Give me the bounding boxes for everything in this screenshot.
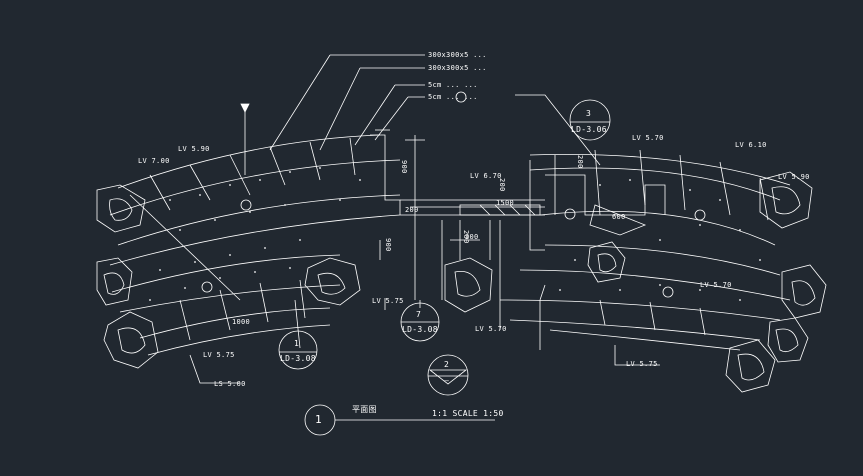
left-paving-band	[109, 129, 401, 356]
dimension-label: 900	[400, 160, 408, 174]
gravel-hatch	[149, 167, 761, 301]
level-label: LV 6.70	[470, 172, 502, 180]
level-label: LV 5.70	[475, 325, 507, 333]
level-label: LV 5.90	[778, 173, 810, 181]
callout-reference: —	[444, 376, 450, 385]
note-2: 300x300x5 ...	[428, 64, 487, 72]
callout-number: 1	[294, 339, 300, 348]
callout-bubbles	[278, 99, 611, 436]
center-bridge	[379, 135, 545, 330]
level-label: LV 5.75	[626, 360, 658, 368]
level-label: LV 5.75	[203, 351, 235, 359]
note-4: 5cm ... ...	[428, 93, 478, 101]
level-label: LV 5.75	[372, 297, 404, 305]
level-label: LV 7.00	[138, 157, 170, 165]
dimension-label: 200	[405, 206, 419, 214]
dimension-label: 900	[384, 238, 392, 252]
callout-number: 2	[444, 360, 450, 369]
drawing-title: 平面图	[352, 405, 377, 414]
dimension-label: 600	[612, 213, 626, 221]
level-label: LV 5.90	[178, 145, 210, 153]
right-paving-band	[499, 149, 791, 351]
note-1: 300x300x5 ...	[428, 51, 487, 59]
level-label: LV 5.70	[632, 134, 664, 142]
dimension-label: 1000	[232, 318, 251, 326]
callout-reference: LD-3.08	[402, 325, 438, 334]
note-3: 5cm ... ...	[428, 81, 478, 89]
callout-number: 7	[416, 310, 422, 319]
level-label: LS 5.00	[214, 380, 246, 388]
level-label: LV 5.70	[700, 281, 732, 289]
callout-reference: LD-3.06	[571, 125, 607, 134]
callout-number: 3	[586, 109, 592, 118]
dimension-label: 200	[576, 155, 584, 169]
dimension-label: 1500	[496, 199, 515, 207]
dimension-label: 200	[498, 178, 506, 192]
level-label: LV 6.10	[735, 141, 767, 149]
leader-lines	[129, 54, 660, 384]
tag-markers	[201, 91, 706, 298]
drawing-number: 1	[315, 413, 322, 426]
drawing-scale: 1:1 SCALE 1:50	[432, 409, 504, 418]
callout-reference: LD-3.08	[280, 354, 316, 363]
dimension-label: 200	[465, 233, 479, 241]
boulders	[96, 171, 827, 393]
